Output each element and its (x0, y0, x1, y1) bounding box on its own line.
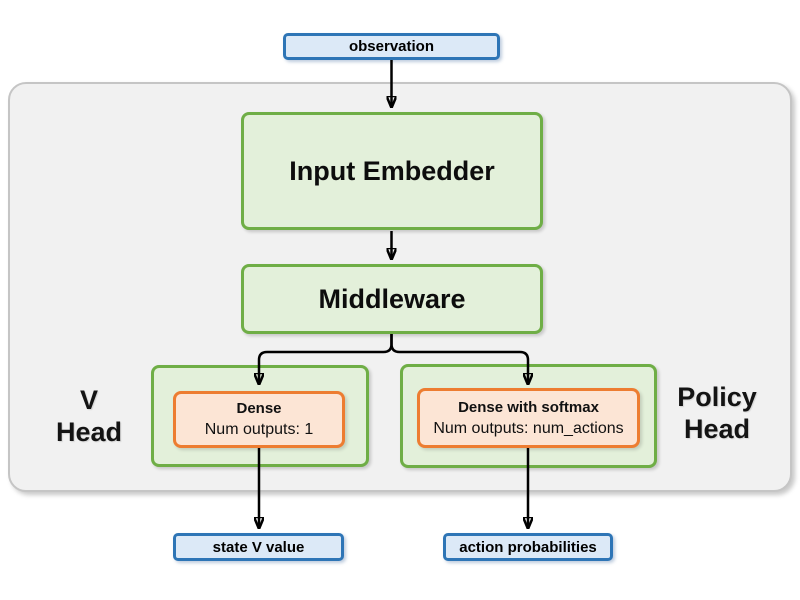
action-probabilities-node: action probabilities (443, 533, 613, 561)
policy-head-label-line1: Policy (677, 382, 757, 412)
policy-head-label: Policy Head (661, 381, 773, 445)
policy-dense-subtitle: Num outputs: num_actions (433, 419, 624, 437)
input-embedder-label: Input Embedder (289, 155, 495, 186)
v-head-label-line2: Head (55, 417, 123, 447)
policy-dense-title: Dense with softmax (458, 398, 599, 416)
policy-dense-node: Dense with softmax Num outputs: num_acti… (417, 388, 640, 448)
v-dense-node: Dense Num outputs: 1 (173, 391, 345, 448)
v-dense-subtitle: Num outputs: 1 (204, 421, 314, 438)
middleware-node: Middleware (241, 264, 543, 334)
policy-head-label-line2: Head (683, 414, 751, 444)
state-v-value-node: state V value (173, 533, 344, 561)
v-head-label: V Head (33, 384, 145, 448)
input-embedder-node: Input Embedder (241, 112, 543, 230)
middleware-label: Middleware (318, 283, 466, 314)
v-dense-title: Dense (236, 400, 282, 417)
observation-node: observation (283, 33, 500, 60)
v-head-label-line1: V (79, 385, 98, 415)
